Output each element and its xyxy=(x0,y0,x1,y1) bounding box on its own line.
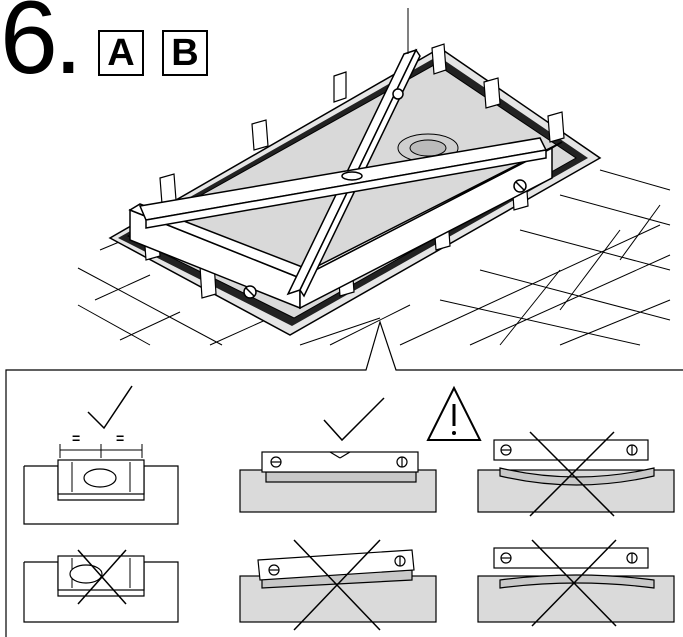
step-number: 6. xyxy=(0,0,83,96)
level-on-concave-tray-incorrect xyxy=(477,439,675,513)
equal-gap-mark-right: = xyxy=(116,430,125,446)
warning-triangle-icon xyxy=(426,385,482,441)
equal-gap-mark-left: = xyxy=(72,430,81,446)
level-tilted-incorrect xyxy=(239,549,437,623)
bubble-off-center-detail xyxy=(23,555,179,623)
cross-icon xyxy=(77,549,127,605)
cross-icon xyxy=(531,539,617,627)
variant-b-box: B xyxy=(162,30,208,76)
cross-icon xyxy=(293,539,381,631)
check-icon xyxy=(323,397,385,442)
check-icon xyxy=(87,385,133,430)
variant-a-box: A xyxy=(98,30,144,76)
detail-callout-border xyxy=(5,319,683,637)
cross-icon xyxy=(529,431,615,517)
spirit-level-diagonal-2 xyxy=(138,137,548,229)
level-on-convex-tray-incorrect xyxy=(477,547,675,623)
levelling-frame xyxy=(128,141,563,310)
level-flat-correct xyxy=(239,451,437,513)
bubble-centered-detail xyxy=(23,444,179,525)
